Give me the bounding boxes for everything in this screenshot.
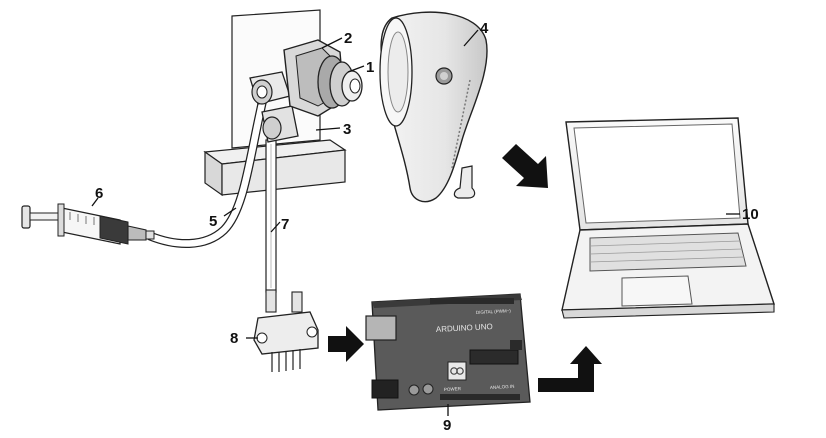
arrow-sensor-to-arduino bbox=[328, 326, 364, 362]
arduino-board: ARDUINO UNO DIGITAL (PWM~) POWER ANALOG … bbox=[365, 293, 531, 411]
label-9: 9 bbox=[443, 417, 451, 434]
aerosol-device bbox=[379, 11, 488, 203]
label-1: 1 bbox=[366, 59, 374, 76]
tube-5 bbox=[145, 89, 269, 248]
leader-6 bbox=[91, 197, 99, 207]
board-digital-label: DIGITAL (PWM~) bbox=[476, 308, 512, 315]
arrow-arduino-to-laptop bbox=[538, 346, 602, 392]
label-3: 3 bbox=[343, 121, 351, 138]
arrow-device-to-laptop bbox=[502, 144, 548, 188]
laptop bbox=[561, 117, 775, 319]
label-4: 4 bbox=[480, 20, 489, 37]
board-analog-label: ANALOG IN bbox=[490, 384, 515, 390]
leader-4 bbox=[463, 29, 479, 47]
nozzle-assembly bbox=[249, 39, 363, 143]
label-7: 7 bbox=[281, 216, 289, 233]
board-name: ARDUINO UNO bbox=[436, 322, 493, 334]
label-6: 6 bbox=[95, 185, 103, 202]
syringe bbox=[21, 203, 155, 245]
leader-3 bbox=[315, 127, 341, 131]
label-2: 2 bbox=[344, 30, 352, 47]
leader-1 bbox=[347, 65, 365, 73]
pressure-sensor bbox=[253, 289, 319, 372]
board-power-label: POWER bbox=[444, 386, 462, 392]
tube-7 bbox=[265, 139, 277, 293]
leader-lines bbox=[91, 29, 740, 416]
leader-2 bbox=[321, 37, 343, 49]
label-5: 5 bbox=[209, 213, 217, 230]
leader-7 bbox=[270, 221, 281, 233]
label-8: 8 bbox=[230, 330, 238, 347]
leader-5 bbox=[223, 207, 237, 217]
label-10: 10 bbox=[742, 206, 759, 223]
